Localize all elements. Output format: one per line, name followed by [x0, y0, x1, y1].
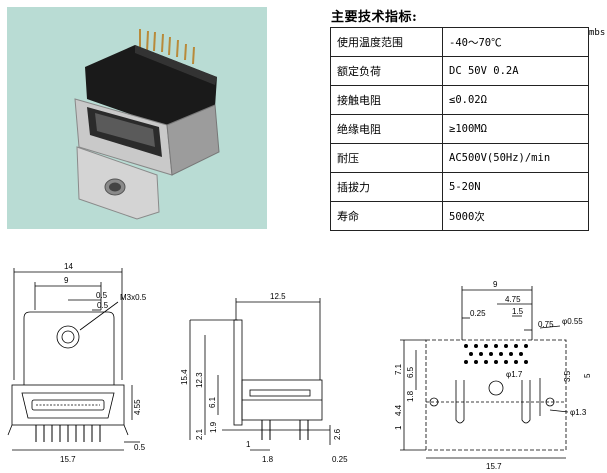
dim-label: 0.5: [96, 291, 108, 300]
dim-label: 5: [583, 373, 592, 378]
dim-label: 1.8: [406, 390, 415, 402]
dim-label: 4.55: [133, 399, 142, 415]
table-row: 绝缘电阻≥100MΩ: [330, 114, 589, 144]
dim-label: 1: [394, 425, 403, 430]
table-row: 接触电阻≤0.02Ω: [330, 85, 589, 115]
side-view: [189, 298, 331, 451]
front-view: [7, 268, 140, 451]
dim-label: 9: [64, 276, 69, 285]
dim-label: 0.25: [332, 455, 348, 464]
dim-label: 0.5: [97, 301, 109, 310]
dim-label: 7.1: [394, 363, 403, 375]
dim-label: φ1.3: [570, 408, 587, 417]
technical-drawing: 14 9 0.5 0.5 M3x0.5 4.55 0.5 15.7 12.5 1…: [7, 262, 592, 471]
dim-label: 6.1: [208, 396, 217, 408]
dim-label: 3.5: [563, 370, 572, 382]
dim-label: 1.8: [262, 455, 274, 464]
dim-label: 15.7: [60, 455, 76, 464]
dim-label: 12.5: [270, 292, 286, 301]
dim-label: 6.5: [406, 366, 415, 378]
specs-title: 主要技术指标:: [331, 10, 418, 25]
dim-label: φ1.7: [506, 370, 523, 379]
dim-label: 1.9: [209, 421, 218, 433]
dim-label: 1: [246, 440, 251, 449]
dim-label: 9: [493, 280, 498, 289]
table-row: 使用温度范围-40～70℃: [330, 27, 589, 57]
dim-label: 15.7: [486, 462, 502, 471]
dim-label: M3x0.5: [120, 293, 147, 302]
product-photo: [7, 7, 267, 229]
dim-label: 0.75: [538, 320, 554, 329]
dim-label: 15.4: [180, 369, 189, 385]
dim-label: 2.6: [333, 428, 342, 440]
dim-label: 1.5: [512, 307, 524, 316]
dim-label: φ0.55: [562, 317, 583, 326]
footprint-view: [400, 286, 569, 459]
dim-label: 4.4: [394, 404, 403, 416]
dim-label: 0.5: [134, 443, 146, 452]
side-note: mbs: [589, 28, 606, 38]
dim-label: 2.1: [195, 428, 204, 440]
connector-photo-icon: [74, 29, 220, 220]
dim-label: 4.75: [505, 295, 521, 304]
dim-label: 14: [64, 262, 73, 271]
dim-label: 12.3: [195, 372, 204, 388]
dim-label: 0.25: [470, 309, 486, 318]
